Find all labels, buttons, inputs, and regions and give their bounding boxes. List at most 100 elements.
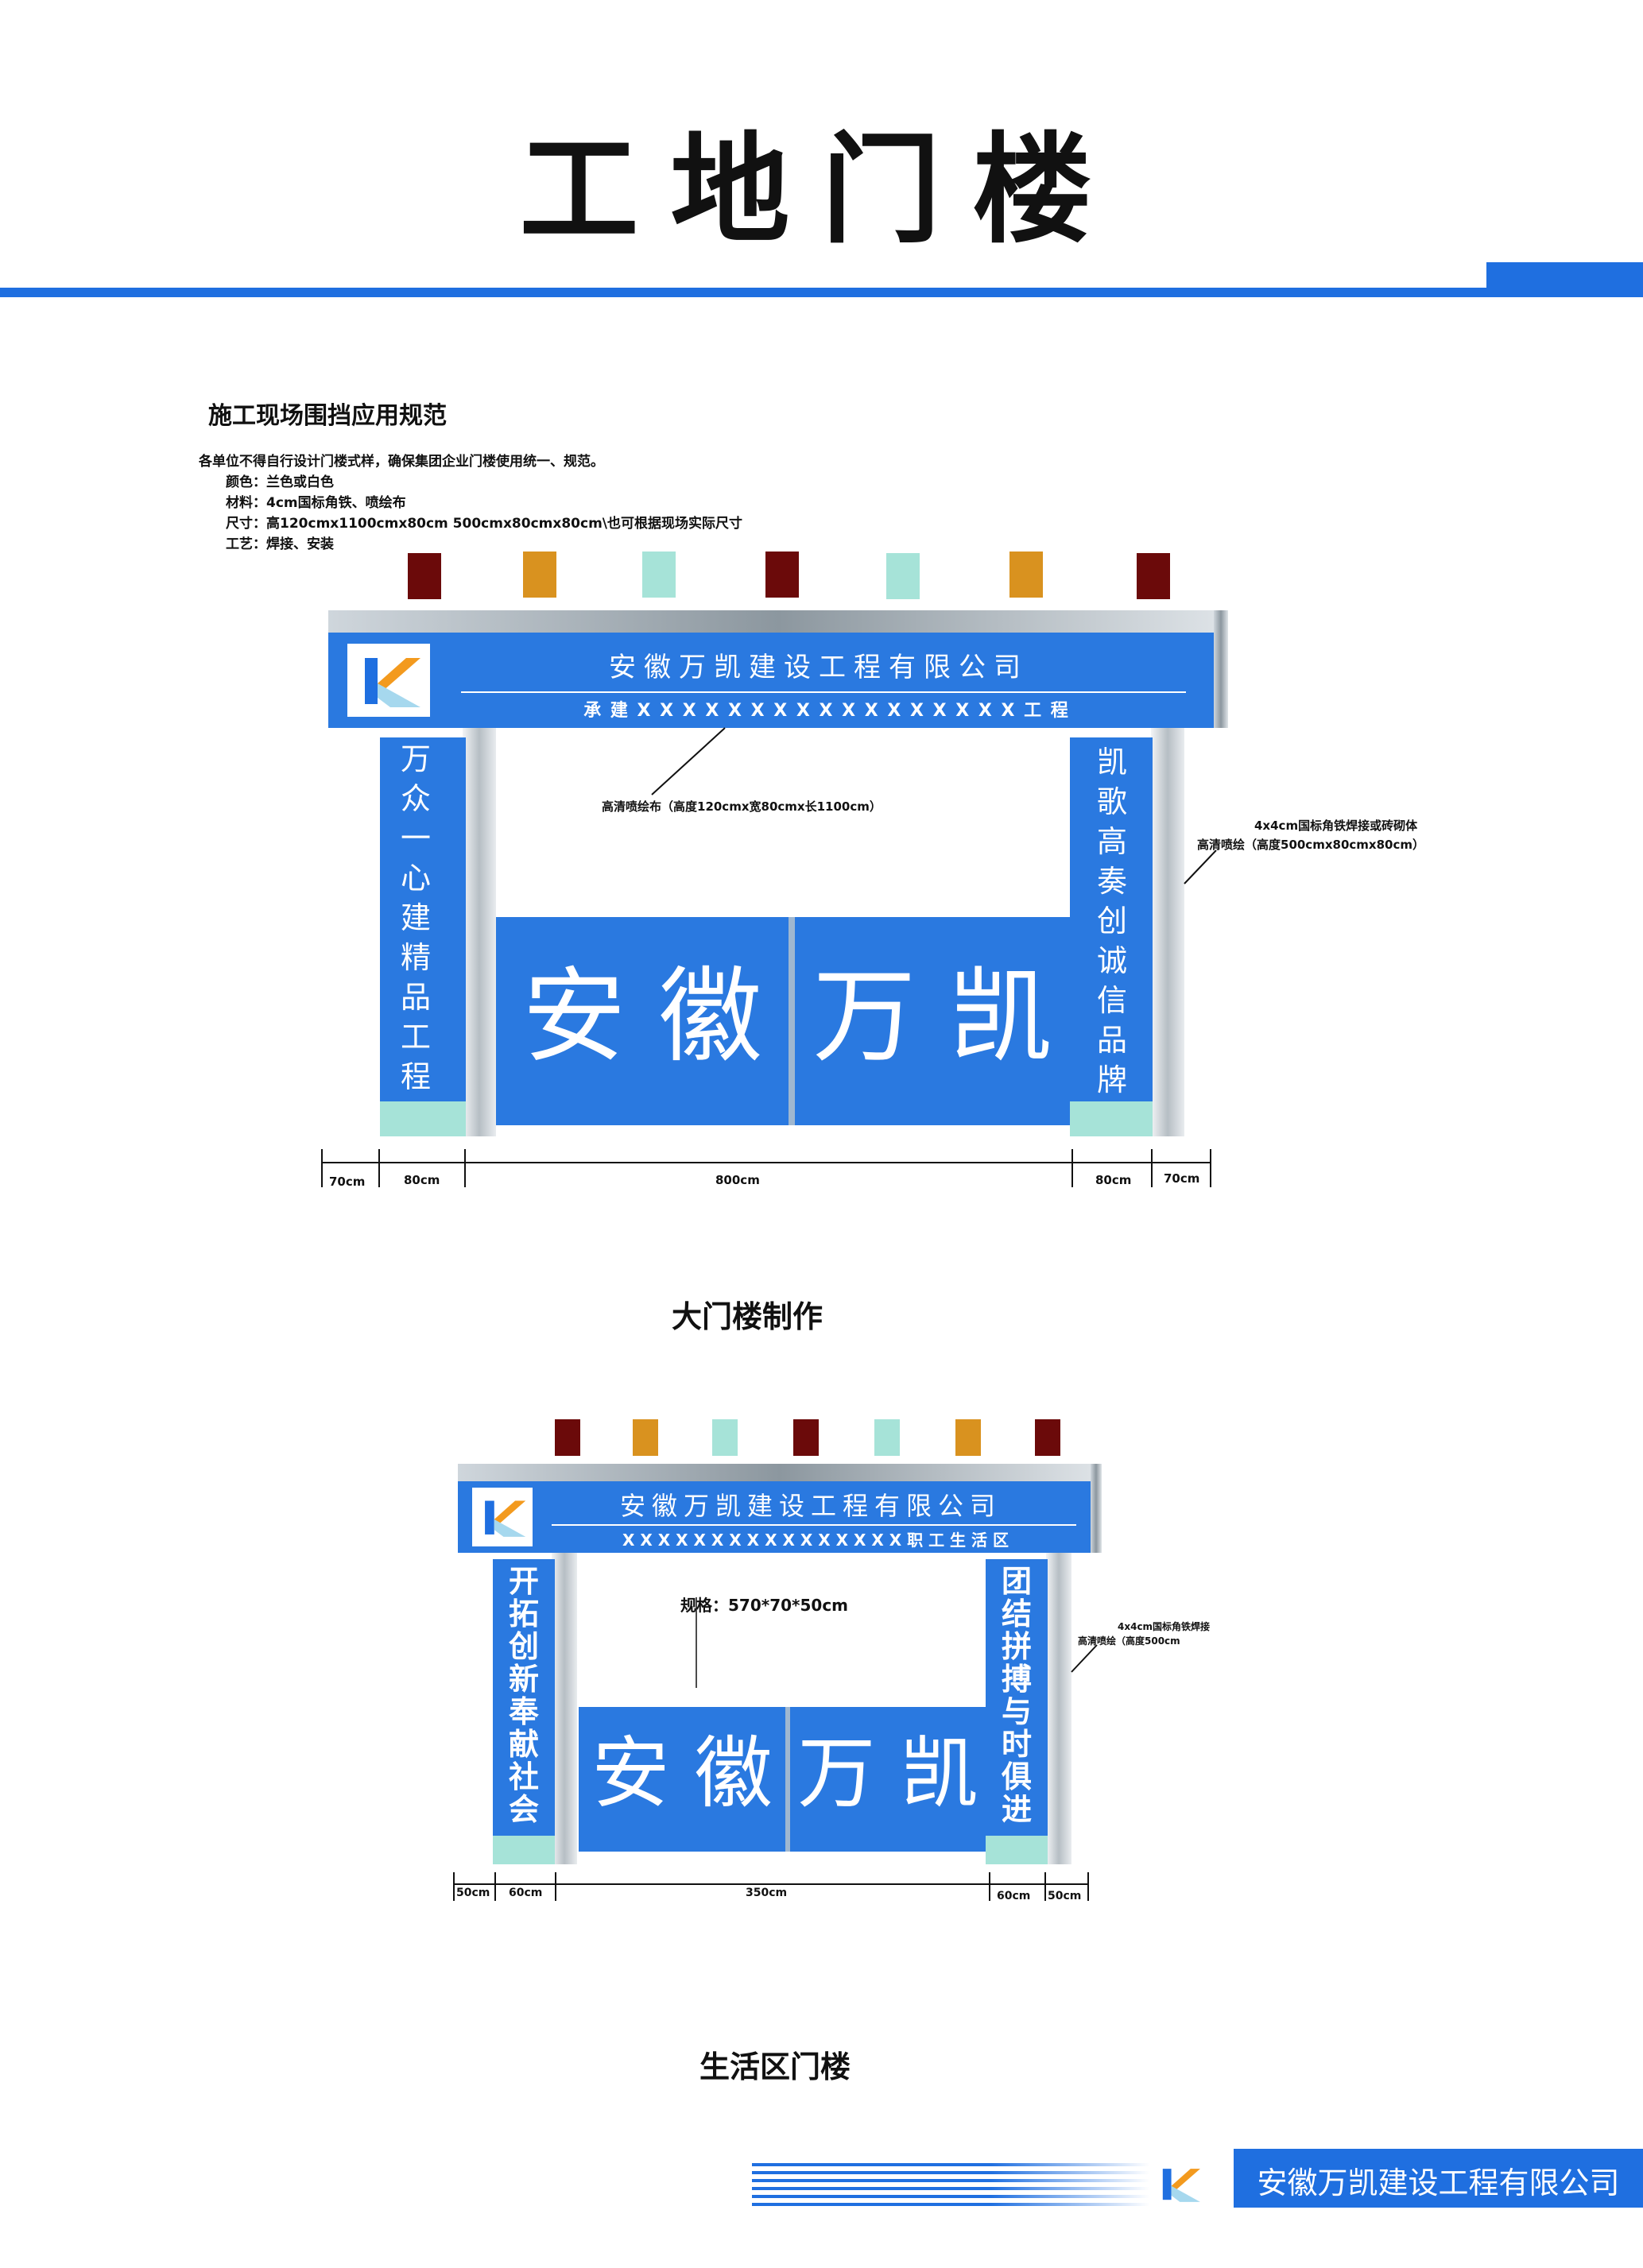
beam-top-face [328,610,1228,633]
gate1-beam-note: 高清喷绘布（高度120cmx宽80cmx长1100cm） [602,799,882,814]
spec-line: 材料：4cm国标角铁、喷绘布 [226,495,406,511]
gate2-left-slogan: 开拓创新奉献社会 [508,1564,539,1827]
dim-tick [1087,1872,1089,1901]
spec-body: 各单位不得自行设计门楼式样，确保集团企业门楼使用统一、规范。 颜色：兰色或白色 … [199,451,742,555]
k-logo-icon [485,1500,526,1537]
gate2-right-pillar [986,1559,1048,1836]
dim-tick [555,1872,556,1901]
gate2-beam-rule [552,1524,1076,1526]
gate1-right-door [795,917,1070,1125]
k-logo-icon [1162,2169,1200,2202]
gate1-dim-label: 80cm [404,1173,440,1187]
gate1-company-name: 安徽万凯建设工程有限公司 [609,652,1029,683]
flag [765,552,799,598]
gate2-left-pillar [493,1559,555,1836]
gate1-dim-label: 70cm [329,1175,366,1189]
dim-tick [1210,1149,1211,1187]
company-logo [347,644,430,717]
gate1-door-left-text: 安 徽 [522,956,762,1077]
flag [633,1419,658,1456]
dim-tick [1044,1872,1046,1901]
flag [523,552,556,598]
gate2-pillar-note-2: 高清喷绘（高度500cm [1078,1635,1180,1647]
gate1-dim-label: 80cm [1095,1173,1132,1187]
dim-tick [1071,1149,1073,1187]
flag [642,552,676,598]
flag [555,1419,580,1456]
footer-stripe [752,2171,1149,2174]
gate2-door-divider [785,1707,790,1852]
gate1-leader-lines [651,727,1217,884]
gate1-door-right-text: 万 凯 [812,956,1052,1077]
footer-company-name: 安徽万凯建设工程有限公司 [1257,2165,1620,2200]
spec-line: 各单位不得自行设计门楼式样，确保集团企业门楼使用统一、规范。 [199,454,604,470]
gate1-right-pillar-base [1070,1101,1153,1136]
gate2-left-door [579,1707,785,1852]
gate2-left-pillar-base [493,1836,555,1864]
gate2-dim-label: 50cm [456,1887,490,1899]
gate2-dim-label: 60cm [997,1890,1031,1902]
header-divider [0,288,1486,297]
spec-line: 尺寸：高120cmx1100cmx80cm 500cmx80cmx80cm\也可… [226,516,742,532]
gate2-door-right-text: 万 凯 [797,1728,978,1819]
flag [793,1419,819,1456]
gate1-pillar-note-2: 高清喷绘（高度500cmx80cmx80cm） [1197,838,1424,852]
gate1-right-pillar [1070,737,1153,1101]
dim-tick [378,1149,380,1187]
gate2-dim-label: 50cm [1048,1890,1082,1902]
spec-line: 颜色：兰色或白色 [226,474,334,490]
gate1-left-pillar-base [380,1101,466,1136]
spec-heading: 施工现场围挡应用规范 [208,402,447,430]
gate1-caption: 大门楼制作 [671,1299,823,1334]
footer-stripe [752,2163,1149,2166]
footer-company-bar [1234,2149,1643,2208]
gate1-right-slogan: 凯歌高奏创诚信品牌 [1096,745,1127,1097]
flag [712,1419,738,1456]
dim-tick [321,1149,323,1187]
gate2-right-door [790,1707,986,1852]
gate1-right-pillar-frame [1151,728,1184,1136]
flag [874,1419,900,1456]
footer-stripe [752,2195,1149,2198]
k-logo-icon [365,658,420,707]
gate2-dim-baseline [453,1883,1089,1885]
gate1-left-door [496,917,789,1125]
gate2-dim-label: 60cm [509,1887,543,1899]
dim-tick [989,1872,990,1901]
gate1-left-pillar [380,737,466,1101]
gate2-beam [458,1481,1091,1553]
dim-tick [453,1872,455,1901]
gate1-left-pillar-frame [463,728,496,1136]
gate1-beam [328,633,1214,728]
gate2-caption: 生活区门楼 [699,2049,851,2084]
gate1-pillar-note-1: 4x4cm国标角铁焊接或砖砌体 [1254,819,1418,833]
gate2-right-pillar-base [986,1836,1048,1864]
footer-stripe [752,2187,1149,2190]
gate2-contract-line: X X X X X X X X X X X X X X X X 职 工 生 活 … [622,1531,1009,1550]
gate2-right-slogan: 团结拼搏与时俱进 [1001,1564,1032,1827]
flag [1009,552,1043,598]
dim-tick [1151,1149,1153,1187]
gate2-beam-note: 规格：570*70*50cm [680,1596,849,1615]
footer-stripe [752,2203,1149,2206]
gate1-left-slogan: 万众一心建精品工程 [400,741,431,1094]
flag [408,553,441,599]
gate2-leader-lines [696,1597,1098,1688]
gate2-pillar-note-1: 4x4cm国标角铁焊接 [1118,1621,1211,1632]
gate2-company-name: 安徽万凯建设工程有限公司 [619,1491,1002,1521]
flag [886,553,920,599]
header-accent-block [1486,262,1643,297]
flag [1035,1419,1060,1456]
company-logo [472,1488,533,1546]
beam-side-face [1091,1464,1102,1553]
spec-line: 工艺：焊接、安装 [226,536,334,552]
gate1-dim-baseline [321,1162,1211,1163]
gate2-left-pillar-frame [552,1553,577,1864]
gate2-right-pillar-frame [1046,1553,1071,1864]
flag [955,1419,981,1456]
footer-stripe [752,2179,1149,2182]
flag [1137,553,1170,599]
dim-tick [494,1872,496,1901]
beam-side-face [1214,610,1228,728]
gate1-door-divider [789,917,795,1125]
